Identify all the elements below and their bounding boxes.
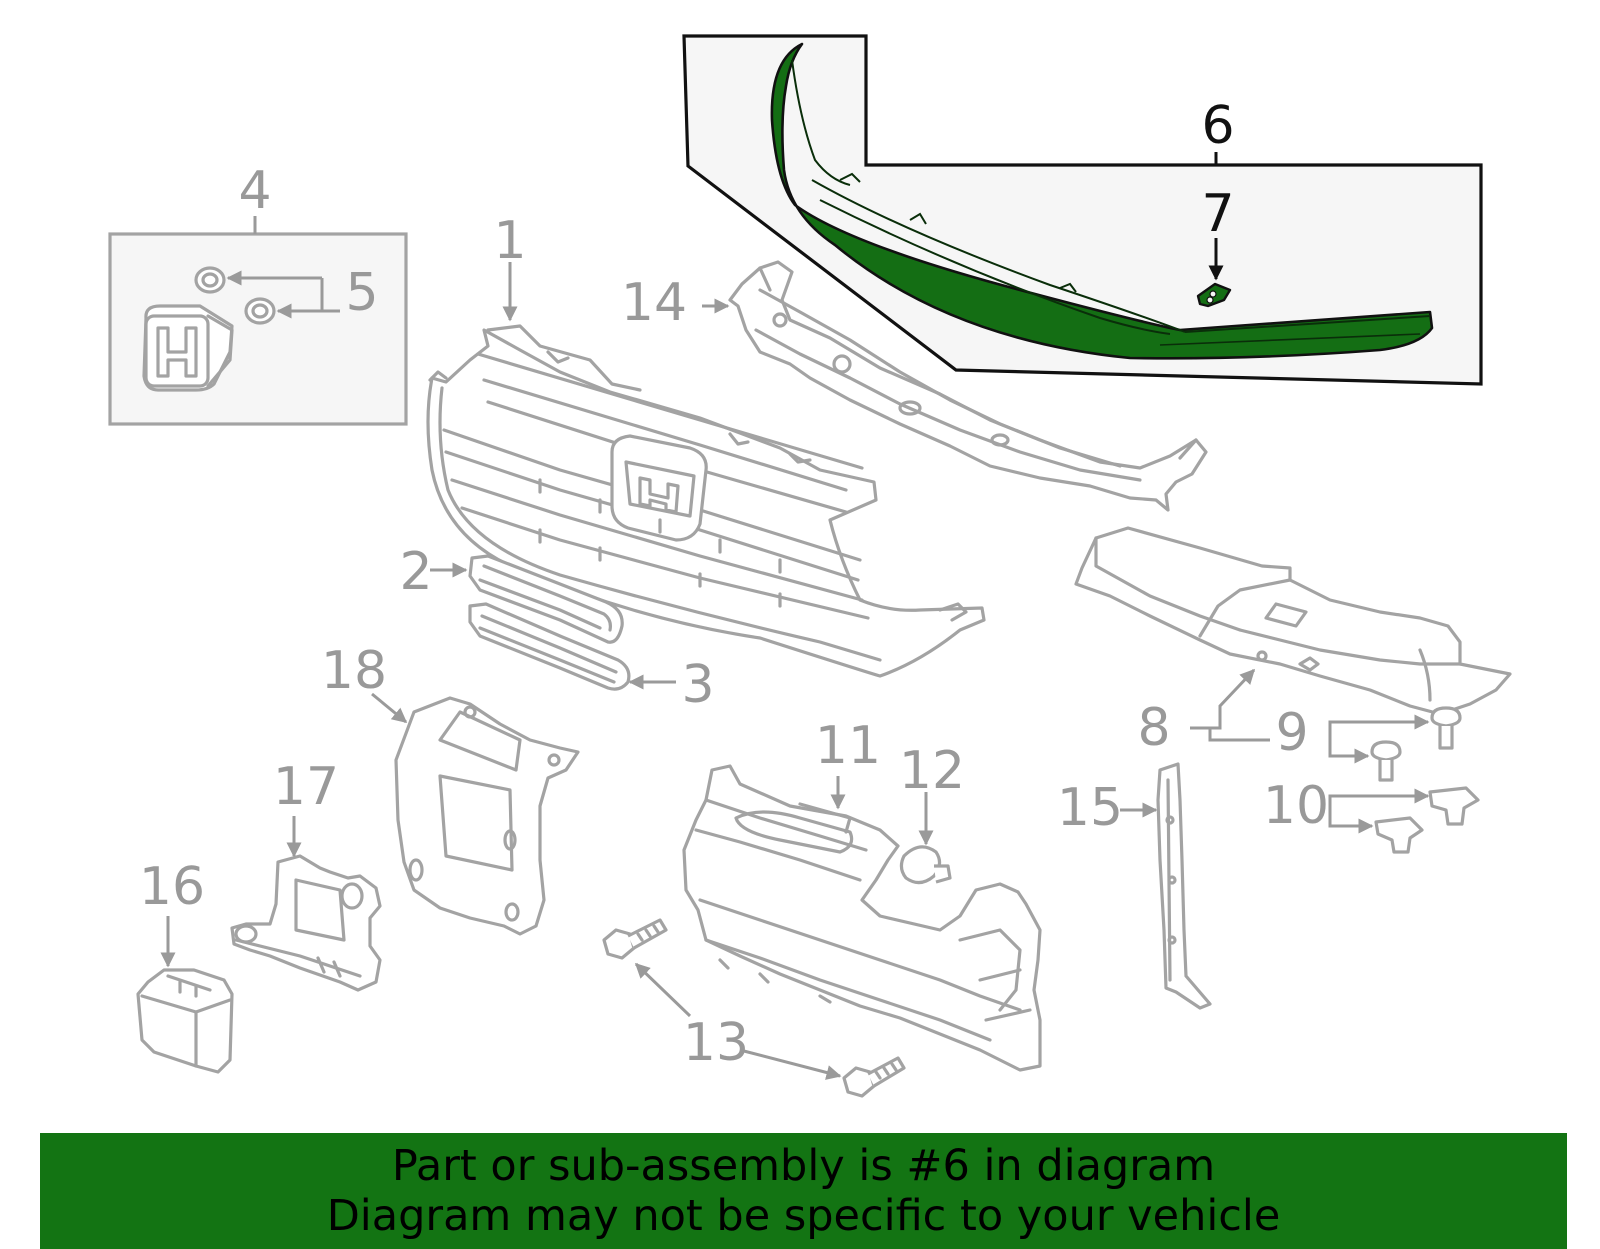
callout-6: 6 [1201, 96, 1234, 156]
part-5-nut-lower[interactable] [244, 297, 276, 325]
part-3-molding[interactable] [468, 602, 631, 691]
leader-10 [1328, 788, 1430, 834]
part-5-nut-upper[interactable] [194, 266, 226, 294]
callout-12: 12 [899, 741, 965, 801]
leader-9 [1328, 714, 1430, 764]
part-1-grille[interactable] [426, 324, 986, 678]
callout-14: 14 [621, 273, 687, 333]
part-2-molding[interactable] [468, 554, 624, 644]
callout-9: 9 [1275, 703, 1308, 763]
part-16-sensor[interactable] [136, 968, 234, 1074]
part-6-inset-box [682, 34, 1483, 386]
part-12-clip[interactable] [899, 845, 952, 885]
part-18-bracket[interactable] [394, 696, 580, 936]
part-10-clip-b[interactable] [1374, 816, 1424, 854]
callout-3: 3 [681, 655, 714, 715]
callout-5: 5 [345, 263, 378, 323]
part-6-grille-garnish[interactable] [770, 42, 1434, 360]
part-17-sensor-bracket[interactable] [230, 854, 382, 992]
banner-line-2: Diagram may not be specific to your vehi… [326, 1191, 1281, 1241]
part-9-clip-b[interactable] [1370, 740, 1402, 782]
info-banner: Part or sub-assembly is #6 in diagram Di… [40, 1133, 1567, 1249]
banner-line-1: Part or sub-assembly is #6 in diagram [391, 1141, 1216, 1191]
callout-17: 17 [273, 757, 339, 817]
leader-5 [226, 270, 340, 319]
part-13-bolt-upper[interactable] [602, 918, 668, 960]
callout-10: 10 [1263, 776, 1329, 836]
callout-4: 4 [238, 161, 271, 221]
part-14-bracket[interactable] [728, 260, 1208, 512]
callout-16: 16 [139, 857, 205, 917]
part-10-clip-a[interactable] [1428, 786, 1480, 826]
part-9-clip-a[interactable] [1430, 706, 1462, 750]
callout-8: 8 [1137, 698, 1170, 758]
callout-1: 1 [493, 211, 526, 271]
callout-18: 18 [321, 641, 387, 701]
callout-15: 15 [1057, 778, 1123, 838]
leader-13 [634, 962, 842, 1080]
part-13-bolt-lower[interactable] [842, 1056, 906, 1098]
callout-2: 2 [399, 542, 432, 602]
part-7-clip[interactable] [1196, 282, 1232, 308]
part-15-side-bracket[interactable] [1156, 762, 1212, 1010]
callout-11: 11 [815, 716, 881, 776]
leader-8 [1190, 668, 1270, 742]
callout-7: 7 [1201, 184, 1234, 244]
part-11-bulkhead[interactable] [682, 764, 1042, 1072]
callout-13: 13 [683, 1013, 749, 1073]
part-4-emblem[interactable] [142, 304, 234, 392]
part-8-splash-shield[interactable] [1074, 526, 1512, 716]
